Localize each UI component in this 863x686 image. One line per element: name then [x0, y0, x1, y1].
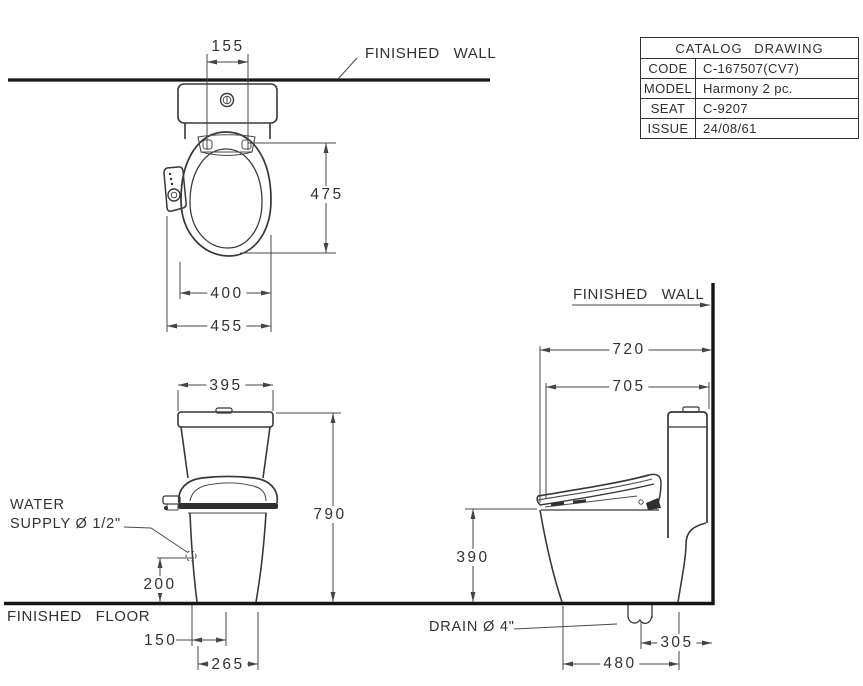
title-block-value: C-9207	[703, 101, 749, 116]
title-block-value: Harmony 2 pc.	[703, 81, 793, 96]
front-side-knob	[162, 495, 181, 505]
title-block-row-code: CODE C-167507(CV7)	[641, 59, 858, 79]
side-finished-wall-label: FINISHED WALL	[573, 286, 705, 303]
title-block-row-seat: SEAT C-9207	[641, 99, 858, 119]
side-tank-outline	[667, 411, 708, 538]
side-pedestal-front	[539, 509, 563, 603]
dim-705-label: 705	[609, 378, 649, 395]
water-supply-label-line1: WATER	[10, 497, 65, 513]
title-block-value: C-167507(CV7)	[703, 61, 800, 76]
flush-button-icon	[219, 92, 235, 108]
water-supply-point	[185, 550, 197, 562]
front-seat-dome	[177, 475, 279, 504]
pod-knob-icon	[167, 188, 181, 202]
seat-hinge-tab-right	[241, 139, 252, 150]
title-block-label: SEAT	[641, 99, 696, 118]
top-tank-body-edges	[184, 123, 271, 139]
front-view-drawing	[123, 382, 341, 670]
dim-200-label: 200	[140, 576, 180, 593]
dim-395-label: 395	[206, 377, 246, 394]
drain-leader-line	[513, 623, 618, 630]
title-block-row-model: MODEL Harmony 2 pc.	[641, 79, 858, 99]
finished-floor-label: FINISHED FLOOR	[7, 608, 151, 625]
title-block-value: 24/08/61	[703, 121, 757, 136]
dim-720-label: 720	[609, 341, 649, 358]
side-seat-top	[537, 474, 650, 497]
top-bowl-outline	[180, 131, 272, 257]
front-tank-body	[180, 426, 271, 479]
top-seat-inner-outline	[189, 148, 263, 249]
water-supply-label-line2: SUPPLY Ø 1/2"	[10, 516, 121, 532]
front-tank-lid	[177, 411, 274, 428]
water-supply-leader-line	[123, 526, 188, 553]
dim-155-label: 155	[211, 38, 245, 55]
dim-455-label: 455	[207, 318, 247, 335]
title-block: CATALOG DRAWING CODE C-167507(CV7) MODEL…	[640, 37, 859, 139]
front-pedestal	[189, 512, 267, 603]
top-tank-lid	[177, 83, 278, 124]
dim-305-label: 305	[657, 634, 697, 651]
top-finished-wall-label: FINISHED WALL	[365, 45, 497, 62]
dim-390-label: 390	[453, 549, 493, 566]
title-block-label: CODE	[641, 59, 696, 78]
dim-400-label: 400	[207, 285, 247, 302]
dim-265-label: 265	[208, 656, 248, 673]
side-seat-bottom	[539, 483, 655, 506]
title-block-label: MODEL	[641, 79, 696, 98]
side-view-drawing	[465, 283, 715, 670]
seat-hinge-plate	[197, 134, 256, 153]
dim-150-label: 150	[144, 632, 178, 649]
drain-pipe	[627, 605, 653, 618]
drain-label: DRAIN Ø 4"	[429, 619, 515, 635]
title-block-label: ISSUE	[641, 119, 696, 138]
dim-790-label: 790	[310, 506, 350, 523]
side-pedestal-rear	[677, 522, 707, 603]
top-view-drawing	[8, 54, 490, 332]
title-block-row-issue: ISSUE 24/08/61	[641, 119, 858, 138]
front-seat-base-band	[178, 503, 278, 509]
top-wall-leader-line	[337, 57, 358, 80]
side-control-pod	[163, 166, 187, 212]
dim-480-label: 480	[600, 655, 640, 672]
dim-475-label: 475	[307, 186, 347, 203]
title-block-header: CATALOG DRAWING	[641, 38, 858, 59]
